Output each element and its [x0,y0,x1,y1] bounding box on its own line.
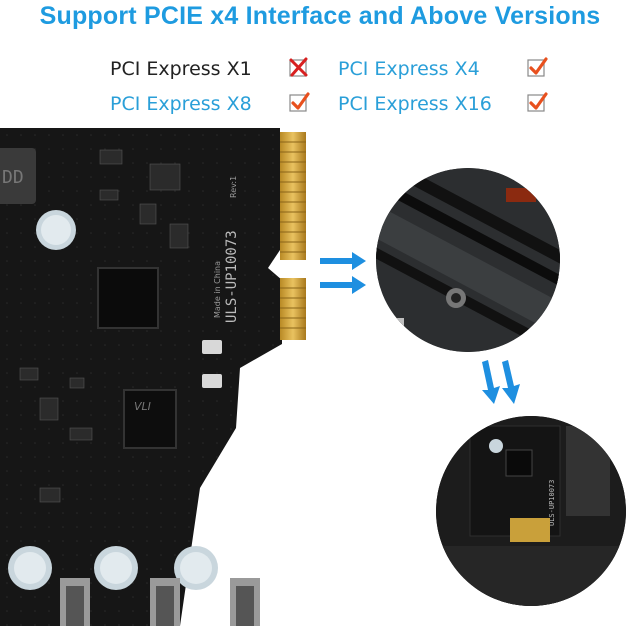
compat-label-x8: PCI Express X8 [110,93,252,115]
arrow-icon [320,252,366,294]
compat-label-x16: PCI Express X16 [338,93,492,115]
chip-brand-text: VLI [134,400,151,413]
pcie-card-image: DD VLI ULS-UP10073 Made in China Rev:1 [0,128,306,626]
installed-card-model-text: ULS-UP10073 [548,480,556,526]
check-icon [527,92,548,112]
compat-label-x1: PCI Express X1 [110,58,252,80]
arrow-icon [482,360,520,404]
check-icon [527,57,548,77]
gold-fingers [280,132,306,340]
cross-icon [289,57,308,77]
svg-text:DD: DD [2,167,24,188]
compat-label-x4: PCI Express X4 [338,58,480,80]
check-icon [289,92,310,112]
revision-silkscreen: Rev:1 [229,176,238,198]
origin-silkscreen: Made in China [213,261,222,318]
installed-card-image: ULS-UP10073 [436,416,626,606]
model-silkscreen: ULS-UP10073 [224,230,240,323]
headline: Support PCIE x4 Interface and Above Vers… [39,2,601,30]
motherboard-slot-image [376,168,560,352]
